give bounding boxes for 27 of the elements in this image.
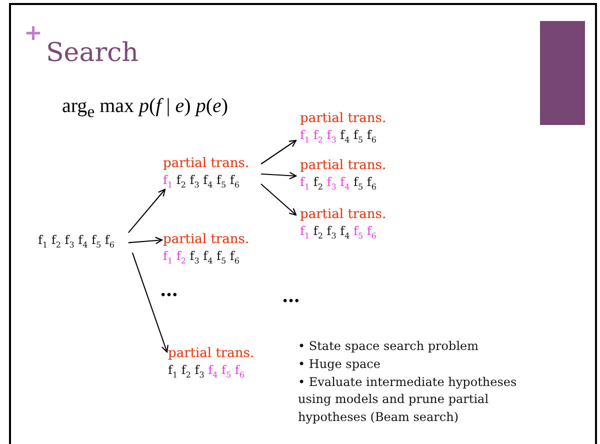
slide-title: Search [46,38,138,68]
state-label: partial trans. [300,111,386,127]
ellipsis: … [282,285,300,309]
arrow [260,184,297,216]
bullet-text: • State space search problem [298,338,479,355]
arrow [128,236,163,244]
arrow [261,172,297,180]
feature-sequence: f$_{1}$ f$_{2}$ f$_{3}$ f$_{4}$ f$_{5}$ f$_{6}$ [300,127,378,146]
feature-sequence: f$_{1}$ f$_{2}$ f$_{3}$ f$_{4}$ f$_{5}$ f$_{6}$ [168,362,246,382]
feature-sequence: f$_{1}$ f$_{2}$ f$_{3}$ f$_{4}$ f$_{5}$ f$_{6}$ [300,174,378,194]
feature-sequence: f$_{1}$ f$_{2}$ f$_{3}$ f$_{4}$ f$_{5}$ f$_{6}$ [38,232,114,252]
formula: arg$_{e}$ max p(f | e) p(e) [62,94,228,123]
state-label: partial trans. [163,232,250,248]
arrow [260,140,297,164]
feature-sequence: f$_{1}$ f$_{2}$ f$_{3}$ f$_{4}$ f$_{5}$ f$_{6}$ [163,172,240,192]
state-label: partial trans. [168,346,254,362]
state-label: partial trans. [300,207,386,223]
feature-sequence: f$_{1}$ f$_{2}$ f$_{3}$ f$_{4}$ f$_{5}$ f$_{6}$ [163,248,240,268]
bullet-text: • Huge space [298,356,380,373]
plus-mark: + [24,19,42,48]
arrow [128,188,166,234]
ellipsis: … [160,279,178,303]
state-label: partial trans. [300,158,386,174]
arrow [132,252,168,353]
bullet-text: • Evaluate intermediate hypotheses using models and prune partial hypotheses (Beam search) [298,374,518,426]
state-label: partial trans. [163,156,250,172]
feature-sequence: f$_{1}$ f$_{2}$ f$_{3}$ f$_{4}$ f$_{5}$ f$_{6}$ [300,223,378,242]
